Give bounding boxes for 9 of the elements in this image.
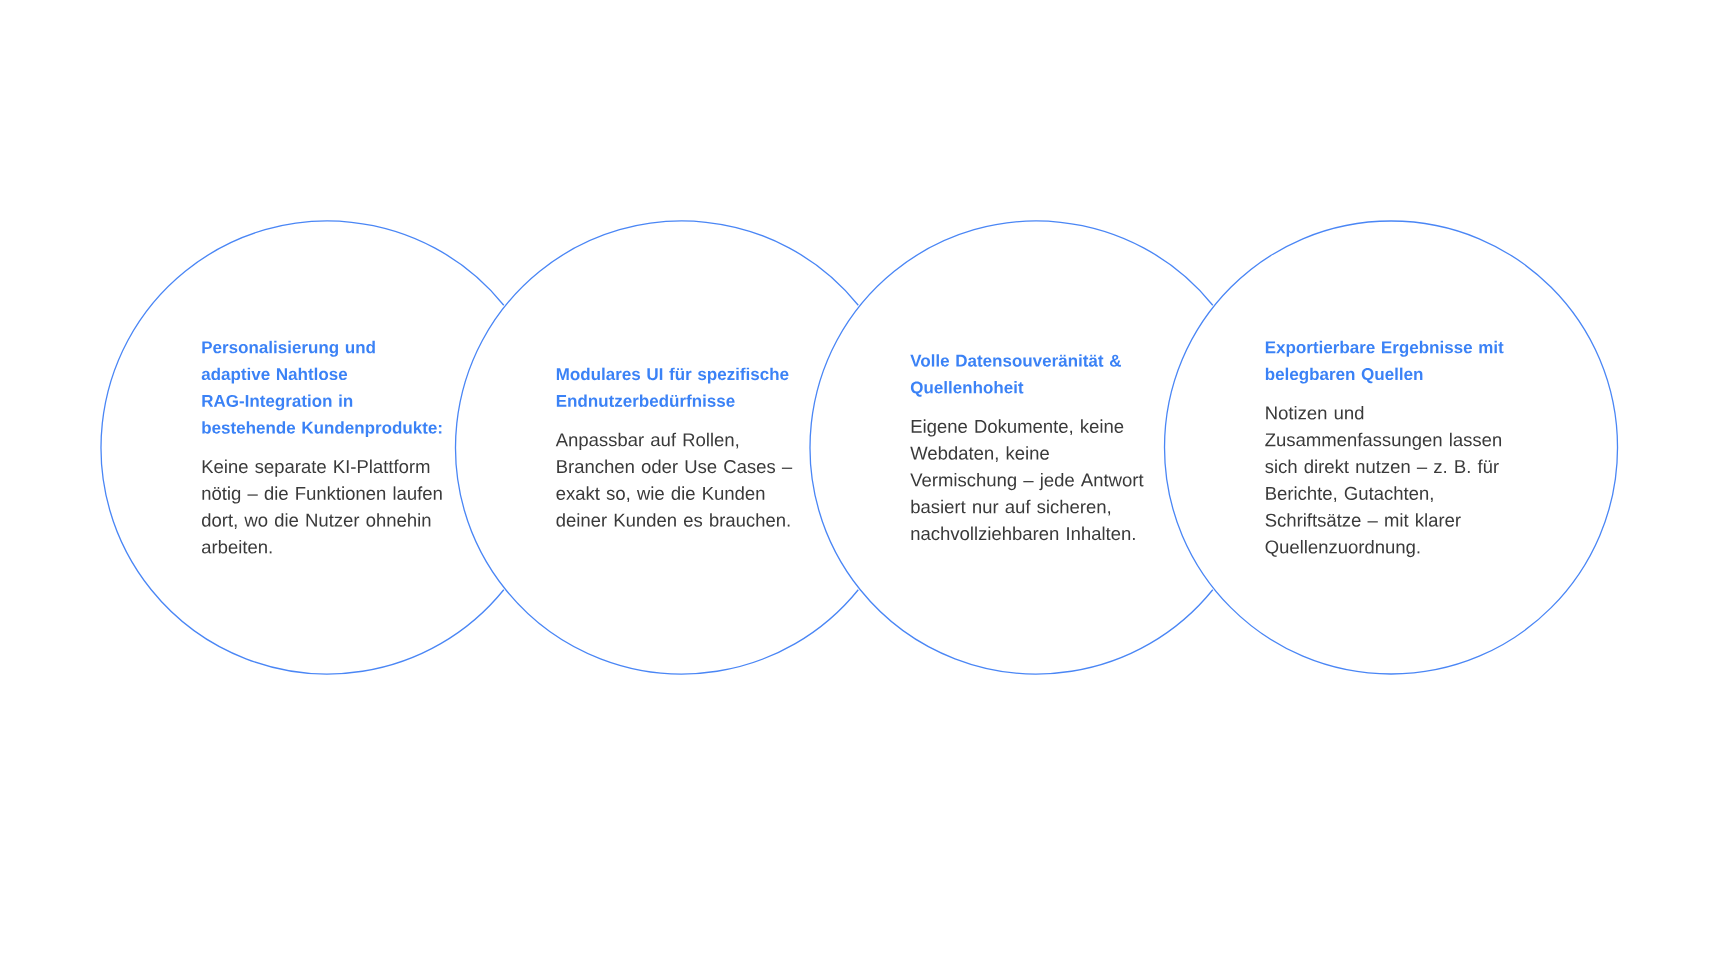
feature-description: Anpassbar auf Rollen, Branchen oder Use Cases – exakt so, wie die Kunden deiner Kunden es brauchen. xyxy=(555,432,793,527)
feature-heading: Exportierbare Ergebnisse mit belegbaren Quellen xyxy=(1265,340,1504,384)
feature-heading: Volle Datensouveränität & Quellenhoheit xyxy=(910,354,1121,397)
feature-description: Keine separate KI-Plattform nötig – die Funktionen laufen dort, wo die Nutzer ohnehin arbeiten. xyxy=(202,459,442,554)
feature-description: Notizen und Zusammenfassungen lassen sich direkt nutzen – z. B. für Berichte, Gutachten, Schriftsätze – mit klarer Quellenzuordnung. xyxy=(1265,405,1502,558)
feature-heading: Personalisierung und adaptive Nahtlose RAG-Integration in bestehende Kundenprodukte: xyxy=(201,340,442,438)
feature-heading: Modulares UI für spezifische Endnutzerbedürfnisse xyxy=(556,367,789,407)
feature-description: Eigene Dokumente, keine Webdaten, keine Vermischung – jede Antwort basiert nur auf sicheren, nachvollziehbaren Inhalten. xyxy=(910,419,1144,541)
feature-circle xyxy=(1163,220,1619,675)
